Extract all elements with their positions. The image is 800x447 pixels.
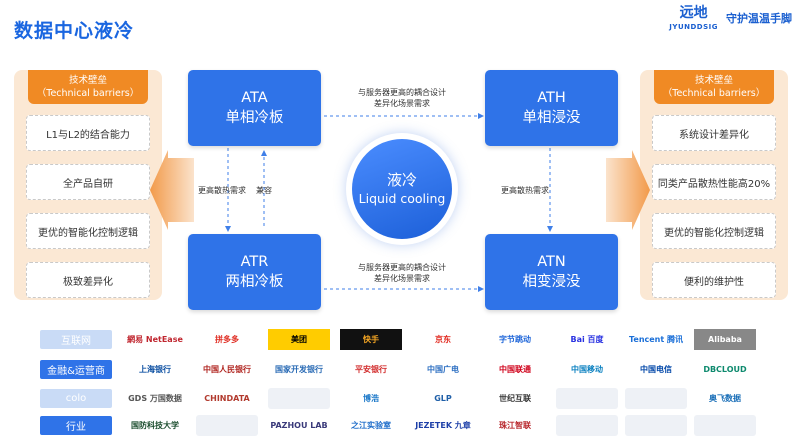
right-down-note: 更高散热需求 [501, 186, 549, 195]
customer-logo [694, 415, 756, 436]
ath-box: ATH 单相浸没 [485, 70, 618, 146]
customer-logo: 京东 [435, 335, 451, 344]
brand-logo-sub: JYUNDDSIG [669, 23, 718, 31]
ata-code: ATA [241, 90, 268, 106]
ath-name: 单相浸没 [522, 110, 581, 126]
customer-logo [268, 388, 330, 409]
page-title: 数据中心液冷 [14, 20, 135, 42]
customer-logo: 美团 [268, 329, 330, 350]
ata-name: 单相冷板 [225, 110, 284, 126]
customer-logo: JEZETEK 九章 [415, 421, 471, 430]
customer-logo: 中国人民银行 [203, 365, 251, 374]
customer-logo: 中国联通 [499, 365, 531, 374]
customer-logo: GLP [434, 394, 452, 403]
customer-logo: 奥飞数据 [709, 394, 741, 403]
customer-logo: 国家开发银行 [275, 365, 323, 374]
top-connector-note: 与服务器更高的耦合设计 差异化场景需求 [336, 87, 468, 109]
customer-logo: 快手 [340, 329, 402, 350]
ata-box: ATA 单相冷板 [188, 70, 321, 146]
top-note-line1: 与服务器更高的耦合设计 [358, 88, 446, 97]
left-panel-item: L1与L2的结合能力 [26, 115, 150, 151]
center-circle: 液冷 Liquid cooling [352, 139, 452, 239]
customer-logo: 拼多多 [215, 335, 239, 344]
brand: 远地 JYUNDDSIG 守护温温手脚 [669, 6, 792, 34]
right-panel-item: 便利的维护性 [652, 262, 776, 298]
left-panel-header-title: 技术壁垒 [68, 75, 107, 86]
customer-logo: 網易 NetEase [127, 335, 183, 344]
customer-logo: 中国电信 [640, 365, 672, 374]
customer-logo [196, 415, 258, 436]
customer-logo: DBCLOUD [703, 365, 747, 374]
customer-logo: GDS 万国数据 [128, 394, 182, 403]
customer-logo: PAZHOU LAB [270, 421, 328, 430]
right-panel-item: 更优的智能化控制逻辑 [652, 213, 776, 249]
right-panel-item: 同类产品散热性能高20% [652, 164, 776, 200]
atr-box: ATR 两相冷板 [188, 234, 321, 310]
right-panel-item: 系统设计差异化 [652, 115, 776, 151]
customer-logo [625, 388, 687, 409]
customer-logo: Alibaba [694, 329, 756, 350]
customer-logo: 国防科技大学 [131, 421, 179, 430]
left-down-note: 更高散热需求 [198, 186, 246, 195]
customer-logo: 上海银行 [139, 365, 171, 374]
customer-logo [556, 388, 618, 409]
atr-name: 两相冷板 [225, 274, 284, 290]
atr-code: ATR [240, 254, 269, 270]
customer-logo [625, 415, 687, 436]
left-panel-header-subtitle: （Technical barriers） [36, 88, 140, 99]
category-label: colo [40, 389, 112, 408]
bottom-note-line2: 差异化场景需求 [374, 274, 430, 283]
brand-logo: 远地 JYUNDDSIG [669, 6, 718, 34]
left-panel-item: 更优的智能化控制逻辑 [26, 213, 150, 249]
ath-code: ATH [537, 90, 566, 106]
customer-logo: 世纪互联 [499, 394, 531, 403]
left-panel-header: 技术壁垒 （Technical barriers） [28, 70, 148, 104]
customer-logo: 中国移动 [571, 365, 603, 374]
brand-slogan: 守护温温手脚 [726, 12, 792, 25]
left-barriers-panel: 技术壁垒 （Technical barriers） L1与L2的结合能力 全产品… [14, 70, 162, 300]
customer-logo: Bai 百度 [570, 335, 604, 344]
category-label: 金融&运营商 [40, 360, 112, 379]
right-panel-header: 技术壁垒 （Technical barriers） [654, 70, 774, 104]
bottom-note-line1: 与服务器更高的耦合设计 [358, 263, 446, 272]
customer-logo: 字节跳动 [499, 335, 531, 344]
category-label: 行业 [40, 416, 112, 435]
customer-logo [556, 415, 618, 436]
atn-code: ATN [537, 254, 566, 270]
right-fan-arrow [606, 150, 650, 230]
brand-logo-text: 远地 [679, 5, 708, 21]
atn-name: 相变浸没 [522, 274, 581, 290]
bottom-connector-note: 与服务器更高的耦合设计 差异化场景需求 [336, 262, 468, 284]
right-panel-header-subtitle: （Technical barriers） [662, 88, 766, 99]
right-barriers-panel: 技术壁垒 （Technical barriers） 系统设计差异化 同类产品散热… [640, 70, 788, 300]
center-title-zh: 液冷 [386, 171, 417, 189]
left-up-note: 兼容 [256, 186, 272, 195]
customer-logo: 博浩 [363, 394, 379, 403]
customer-logo: 之江实验室 [351, 421, 391, 430]
customer-logo: 珠江智联 [499, 421, 531, 430]
right-panel-header-title: 技术壁垒 [694, 75, 733, 86]
top-note-line2: 差异化场景需求 [374, 99, 430, 108]
atn-box: ATN 相变浸没 [485, 234, 618, 310]
customer-logo: Tencent 腾讯 [629, 335, 683, 344]
left-fan-arrow [150, 150, 194, 230]
category-label: 互联网 [40, 330, 112, 349]
customer-logo: CHINDATA [204, 394, 250, 403]
left-panel-item: 极致差异化 [26, 262, 150, 298]
customer-logo: 平安银行 [355, 365, 387, 374]
center-title-en: Liquid cooling [358, 191, 446, 206]
customer-logo: 中国广电 [427, 365, 459, 374]
left-panel-item: 全产品自研 [26, 164, 150, 200]
